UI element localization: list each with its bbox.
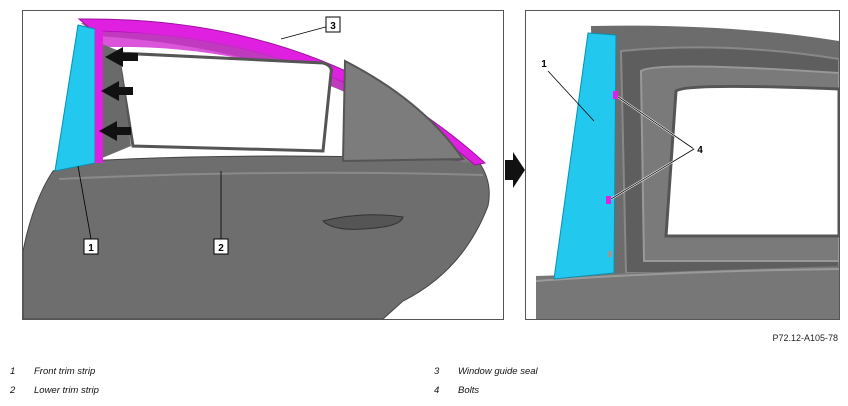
bolts [606, 91, 618, 257]
figure-reference-code: P72.12-A105-78 [772, 333, 838, 343]
removal-arrows [99, 47, 138, 141]
svg-text:3: 3 [330, 21, 336, 32]
callout-4: 4 [697, 145, 703, 156]
car-door-illustration: 1 2 3 [23, 16, 490, 319]
front-trim-strip [54, 24, 96, 172]
svg-text:1: 1 [88, 243, 94, 254]
right-illustration-panel: 1 4 [525, 10, 840, 320]
callout-2: 2 [213, 238, 229, 255]
pillar-detail-illustration: 1 4 [535, 25, 839, 319]
svg-text:2: 2 [218, 243, 224, 254]
callout-1: 1 [83, 238, 99, 255]
front-trim-strip-detail [553, 32, 617, 280]
left-illustration-panel: 1 2 3 [22, 10, 504, 320]
callout-3: 3 [325, 16, 341, 33]
callout-1-detail: 1 [541, 59, 547, 70]
next-step-arrow-icon [505, 152, 525, 188]
